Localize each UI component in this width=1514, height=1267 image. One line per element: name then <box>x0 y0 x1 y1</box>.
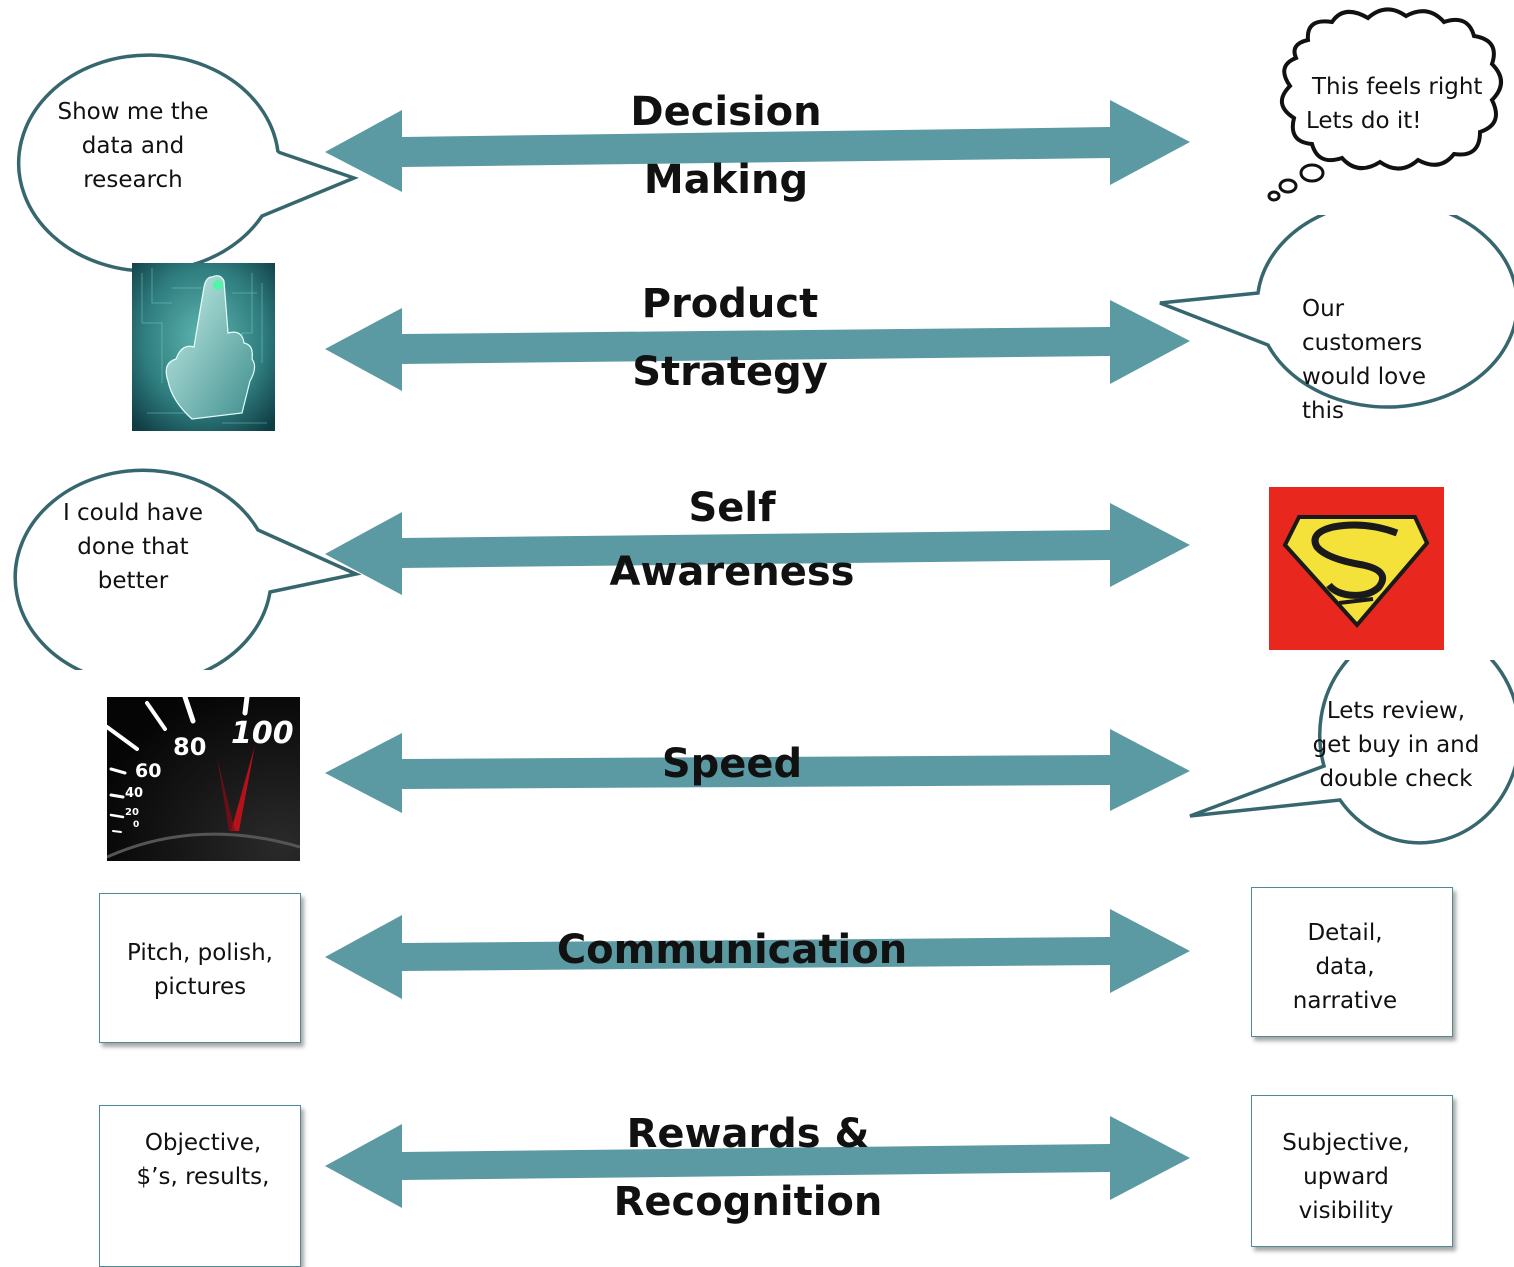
double-arrow-self-awareness <box>325 503 1190 595</box>
box-line: Pitch, polish, <box>127 940 273 966</box>
heading-rewards-recognition: Rewards & Recognition <box>538 1100 958 1236</box>
box-line: pictures <box>153 974 247 1000</box>
double-arrow-product-strategy <box>325 300 1190 391</box>
box-subjective: Subjective, upward visibility <box>1251 1095 1453 1247</box>
heading-line: Self <box>688 485 776 531</box>
speech-bubble-customers <box>1159 215 1514 409</box>
heading-line: Awareness <box>609 549 855 595</box>
box-text: Pitch, polish, pictures <box>100 936 300 1004</box>
digital-hand-image <box>132 263 275 431</box>
callout-line: done that <box>77 534 189 560</box>
box-line: Objective, <box>144 1130 262 1156</box>
heading-product-strategy: Product Strategy <box>520 270 940 406</box>
speed-label-20: 20 <box>125 807 139 818</box>
box-objective: Objective, $’s, results, <box>99 1105 301 1267</box>
box-line: Detail, <box>1307 920 1383 946</box>
heading-line: Decision <box>630 89 822 135</box>
box-detail: Detail, data, narrative <box>1251 887 1453 1037</box>
box-line: $’s, results, <box>136 1164 270 1190</box>
box-text: Subjective, upward visibility <box>1240 1126 1452 1228</box>
double-arrow-communication <box>325 909 1190 999</box>
callout-could-better: I could have done that better <box>33 496 233 598</box>
callout-line: Lets do it! <box>1306 108 1422 134</box>
double-arrow-decision-making <box>325 100 1190 192</box>
heading-line: Speed <box>661 741 803 787</box>
box-line: upward <box>1303 1164 1389 1190</box>
heading-line: Strategy <box>632 349 828 395</box>
superman-logo-image <box>1269 487 1444 650</box>
speedometer-image: 100 80 60 40 20 0 <box>107 697 300 861</box>
heading-line: Rewards & <box>626 1111 870 1157</box>
heading-line: Recognition <box>613 1179 883 1225</box>
heading-decision-making: Decision Making <box>516 78 936 214</box>
callout-line: this <box>1302 398 1344 424</box>
box-line: narrative <box>1292 988 1398 1014</box>
heading-line: Product <box>641 281 819 327</box>
callout-line: I could have <box>62 500 204 526</box>
heading-communication: Communication <box>522 916 942 984</box>
speech-bubble-could-better <box>13 468 362 670</box>
box-text: Detail, data, narrative <box>1238 916 1452 1018</box>
callout-line: better <box>97 568 169 594</box>
callout-line: customers <box>1302 330 1423 356</box>
callout-line: double check <box>1319 766 1473 792</box>
callout-line: Our <box>1302 296 1345 322</box>
speed-label-40: 40 <box>125 786 143 801</box>
thought-cloud <box>1267 7 1503 202</box>
heading-line: Making <box>643 157 809 203</box>
callout-line: Show me the <box>57 99 209 125</box>
speed-label-80: 80 <box>173 733 206 761</box>
callout-data-research: Show me the data and research <box>33 95 233 197</box>
callout-line: This feels right <box>1312 74 1483 100</box>
callout-line: get buy in and <box>1312 732 1480 758</box>
double-arrow-speed <box>325 729 1190 813</box>
callout-feels-right: This feels right Lets do it! <box>1306 70 1496 138</box>
callout-line: research <box>83 167 183 193</box>
speed-label-0: 0 <box>133 820 139 830</box>
heading-self-awareness: Self Awareness <box>522 476 942 604</box>
box-text: Objective, $’s, results, <box>106 1126 300 1194</box>
heading-line: Communication <box>556 927 908 973</box>
speed-label-100: 100 <box>231 716 294 751</box>
callout-review: Lets review, get buy in and double check <box>1306 694 1486 796</box>
callout-line: data and <box>81 133 185 159</box>
box-line: visibility <box>1298 1198 1394 1224</box>
box-line: Subjective, <box>1282 1130 1410 1156</box>
heading-speed: Speed <box>522 730 942 798</box>
callout-line: Lets review, <box>1326 698 1466 724</box>
box-pitch: Pitch, polish, pictures <box>99 893 301 1043</box>
speech-bubble-review <box>1189 660 1514 845</box>
speed-label-60: 60 <box>135 760 161 782</box>
double-arrow-rewards-recognition <box>325 1116 1190 1208</box>
callout-line: would love <box>1302 364 1426 390</box>
box-line: data, <box>1315 954 1375 980</box>
callout-customers: Our customers would love this <box>1302 292 1462 428</box>
